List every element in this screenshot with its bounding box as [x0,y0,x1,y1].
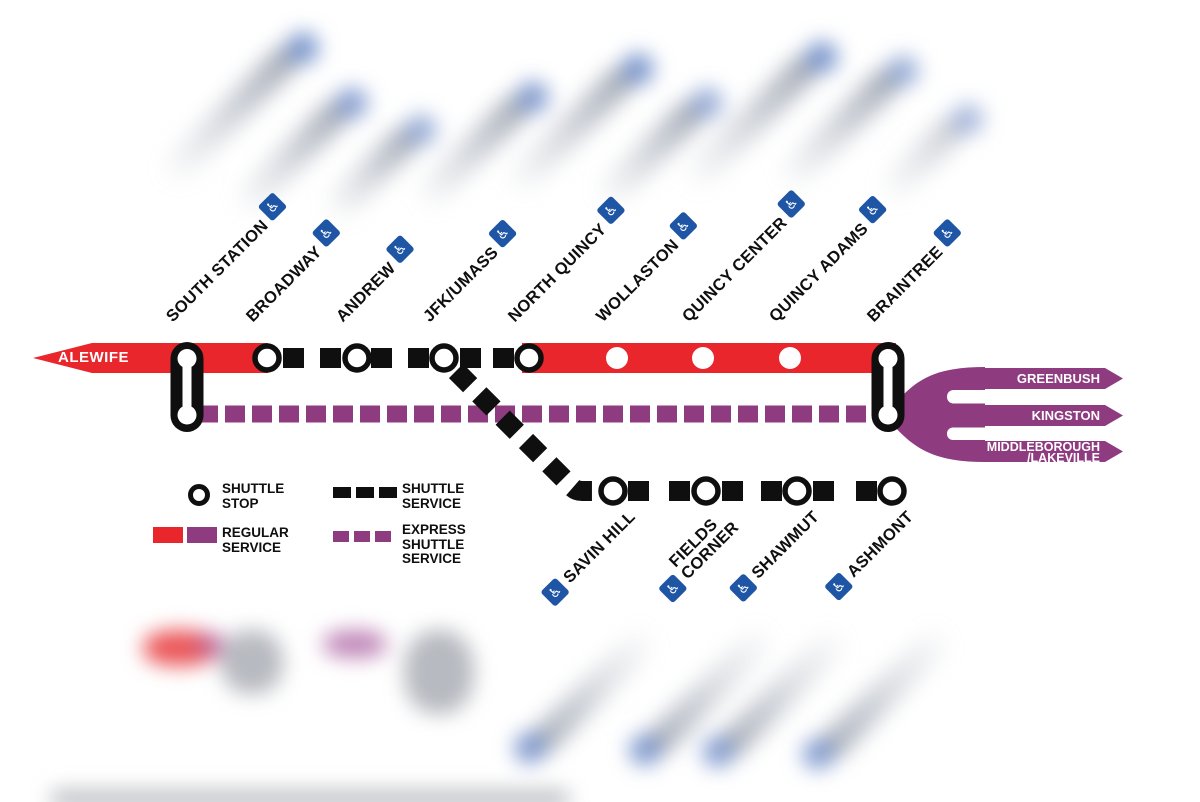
fan-connector [896,367,985,462]
shuttle-stop-marker-savin-hill [598,476,628,506]
terminal-pill-braintree [871,342,905,432]
legend-regular-service-label: REGULAR SERVICE [222,525,289,555]
shuttle-stop-marker-shawmut [782,476,812,506]
legend-purple-swatch [187,527,217,543]
terminal-pill-south-station [170,342,204,432]
legend-dash [375,531,391,542]
shuttle-stop-marker-andrew [342,343,372,373]
destination-label-middleborough-lakeville: MIDDLEBOROUGH /LAKEVILLE [986,440,1100,465]
station-dot-wollaston [606,347,628,369]
legend-regular-service-icon [153,527,217,543]
shuttle-stop-marker-jfk-umass [429,343,459,373]
legend-dash [356,487,374,498]
legend-shuttle-service-icon [333,487,397,498]
shuttle-line-diagonal [448,363,599,501]
fan-slot [947,390,993,404]
destination-label-kingston: KINGSTON [1031,408,1100,423]
arrow-greenbush [985,368,1123,389]
legend-express-shuttle-label: EXPRESS SHUTTLE SERVICE [402,522,466,566]
station-dot-quincy-center [692,347,714,369]
purple-fan [896,367,1123,462]
legend-dash [354,531,370,542]
terminal-label-alewife: ALEWIFE [58,349,129,366]
arrow-kingston [985,405,1123,426]
legend-express-shuttle-icon [333,531,391,542]
station-dot-quincy-adams [779,347,801,369]
legend-red-swatch [153,527,183,543]
legend-dash [333,531,349,542]
shuttle-stop-marker-fields-corner [691,476,721,506]
legend-dash [379,487,397,498]
destination-label-greenbush: GREENBUSH [1016,371,1100,386]
legend-dash [333,487,351,498]
legend-shuttle-service-label: SHUTTLE SERVICE [402,481,465,511]
red-line-west-arrow [33,343,268,373]
legend-shuttle-stop-label: SHUTTLE STOP [222,481,285,511]
shuttle-stop-marker-north-quincy [514,343,544,373]
shuttle-stop-marker-ashmont [877,476,907,506]
arrow-middleborough [985,441,1123,462]
legend-shuttle-stop-icon [188,484,210,506]
fan-slot [947,427,993,440]
shuttle-stop-marker-broadway [252,343,282,373]
